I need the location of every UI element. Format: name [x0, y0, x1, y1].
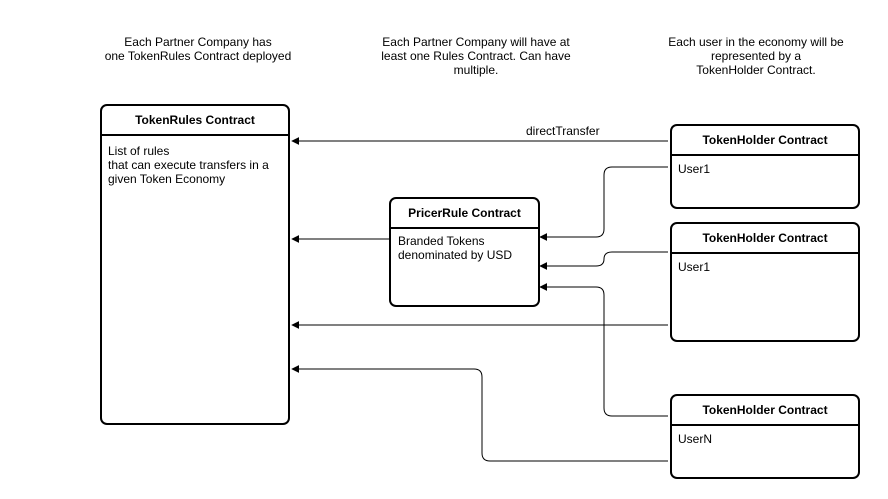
tokenholder-user-label: User1	[678, 260, 711, 274]
edge-holder2-to-pricer	[539, 251, 668, 270]
tokenholder-user-label: User1	[678, 162, 711, 176]
edge-label-direct-transfer: directTransfer	[524, 124, 602, 138]
edge-holderN-to-tokenrules	[291, 365, 668, 462]
caption-tokenholder: Each user in the economy will be represe…	[668, 35, 844, 77]
tokenholder-user-label: UserN	[678, 432, 713, 446]
edge-holderN-to-pricer	[539, 283, 668, 417]
tokenholder-contract-box[interactable]: TokenHolder Contract User1	[670, 222, 860, 342]
tokenholder-contract-title: TokenHolder Contract	[672, 126, 858, 156]
pricerrule-contract-box[interactable]: PricerRule Contract Branded Tokens denom…	[389, 197, 540, 307]
caption-rules-contract: Each Partner Company will have at least …	[381, 35, 571, 77]
tokenrules-contract-title: TokenRules Contract	[102, 106, 288, 136]
tokenholder-contract-box[interactable]: TokenHolder Contract User1	[670, 124, 860, 209]
pricerrule-contract-body: Branded Tokens denominated by USD	[398, 234, 513, 262]
tokenrules-contract-box[interactable]: TokenRules Contract List of rules that c…	[100, 104, 290, 425]
tokenrules-contract-body: List of rules that can execute transfers…	[108, 144, 269, 186]
edge-holder1-to-pricer	[539, 166, 668, 241]
pricerrule-contract-title: PricerRule Contract	[391, 199, 538, 229]
caption-tokenrules: Each Partner Company has one TokenRules …	[104, 35, 292, 63]
tokenholder-contract-title: TokenHolder Contract	[672, 396, 858, 426]
tokenholder-contract-title: TokenHolder Contract	[672, 224, 858, 254]
tokenholder-contract-box[interactable]: TokenHolder Contract UserN	[670, 394, 860, 479]
